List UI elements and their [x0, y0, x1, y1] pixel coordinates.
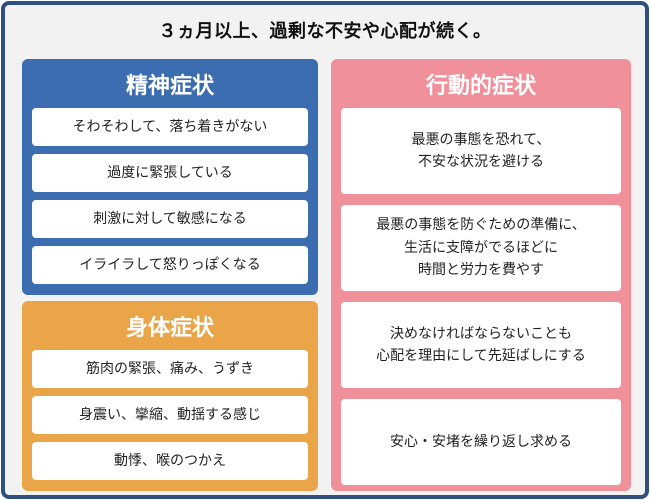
mental-symptom-item: 刺激に対して敏感になる: [32, 200, 308, 238]
mental-symptom-item: そわそわして、落ち着きがない: [32, 108, 308, 146]
physical-symptoms-panel: 身体症状 筋肉の緊張、痛み、うずき 身震い、攣縮、動揺する感じ 動悸、喉のつかえ: [22, 301, 318, 491]
physical-symptoms-heading: 身体症状: [125, 316, 214, 341]
behavioral-symptoms-heading: 行動的症状: [425, 74, 536, 99]
behavioral-symptom-item: 安心・安堵を繰り返し求める: [341, 399, 621, 485]
physical-symptom-item: 筋肉の緊張、痛み、うずき: [32, 350, 308, 388]
mental-symptoms-heading: 精神症状: [125, 74, 214, 99]
behavioral-symptom-item: 最悪の事態を防ぐための準備に、 生活に支障がでるほどに 時間と労力を費やす: [341, 205, 621, 291]
physical-symptom-item: 身震い、攣縮、動揺する感じ: [32, 396, 308, 434]
behavioral-symptom-item: 最悪の事態を恐れて、 不安な状況を避ける: [341, 108, 621, 194]
behavioral-symptoms-panel: 行動的症状 最悪の事態を恐れて、 不安な状況を避ける 最悪の事態を防ぐための準備…: [331, 59, 631, 491]
physical-symptom-item: 動悸、喉のつかえ: [32, 442, 308, 480]
mental-symptoms-panel: 精神症状 そわそわして、落ち着きがない 過度に緊張している 刺激に対して敏感にな…: [22, 59, 318, 295]
diagram-title: ３ヵ月以上、過剰な不安や心配が続く。: [158, 21, 492, 42]
mental-symptom-item: 過度に緊張している: [32, 154, 308, 192]
behavioral-symptom-item: 決めなければならないことも 心配を理由にして先延ばしにする: [341, 302, 621, 388]
mental-symptom-item: イライラして怒りっぽくなる: [32, 246, 308, 284]
